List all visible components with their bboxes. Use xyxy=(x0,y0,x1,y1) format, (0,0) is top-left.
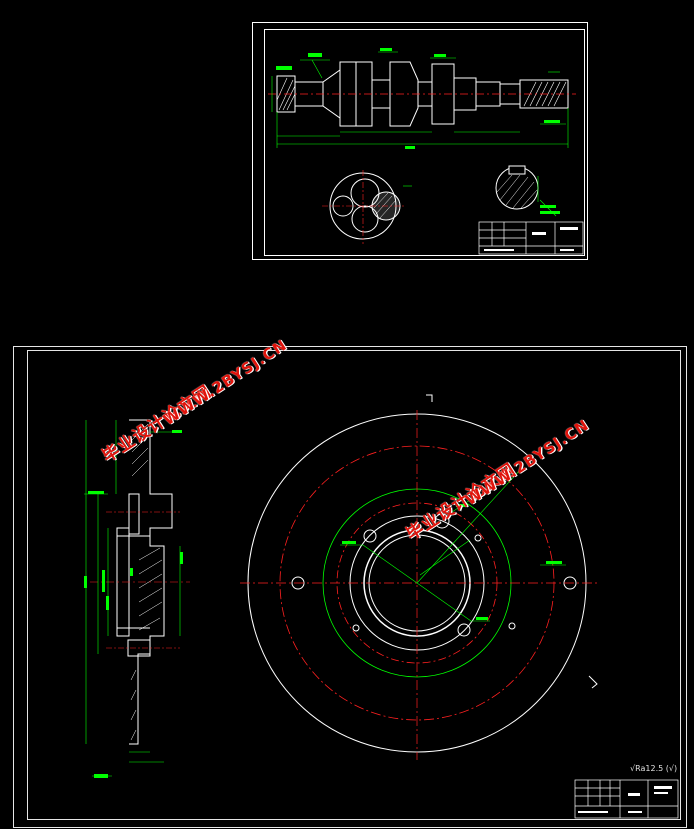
flange-section-dim-tags xyxy=(84,430,183,778)
flange-front-dim-tags xyxy=(342,504,562,620)
drawing-sheet-flange xyxy=(13,346,687,828)
drawing-frame-flange xyxy=(27,350,681,820)
drawing-sheet-crankshaft xyxy=(252,22,588,260)
crank-section-hatch xyxy=(373,192,397,219)
crankshaft-dimension-tags xyxy=(276,48,560,149)
crankshaft-dimensions xyxy=(271,51,569,148)
crankshaft-title-block xyxy=(478,221,584,255)
keyway-section-hatch xyxy=(496,174,538,209)
keyway-section-view xyxy=(495,165,539,210)
drawing-frame-crankshaft xyxy=(264,29,585,256)
flange-section-hatch xyxy=(130,423,163,741)
crank-section-view xyxy=(329,172,401,240)
flange-title-block xyxy=(574,779,679,819)
roughness-note: √Ra12.5 (√) xyxy=(630,764,678,773)
